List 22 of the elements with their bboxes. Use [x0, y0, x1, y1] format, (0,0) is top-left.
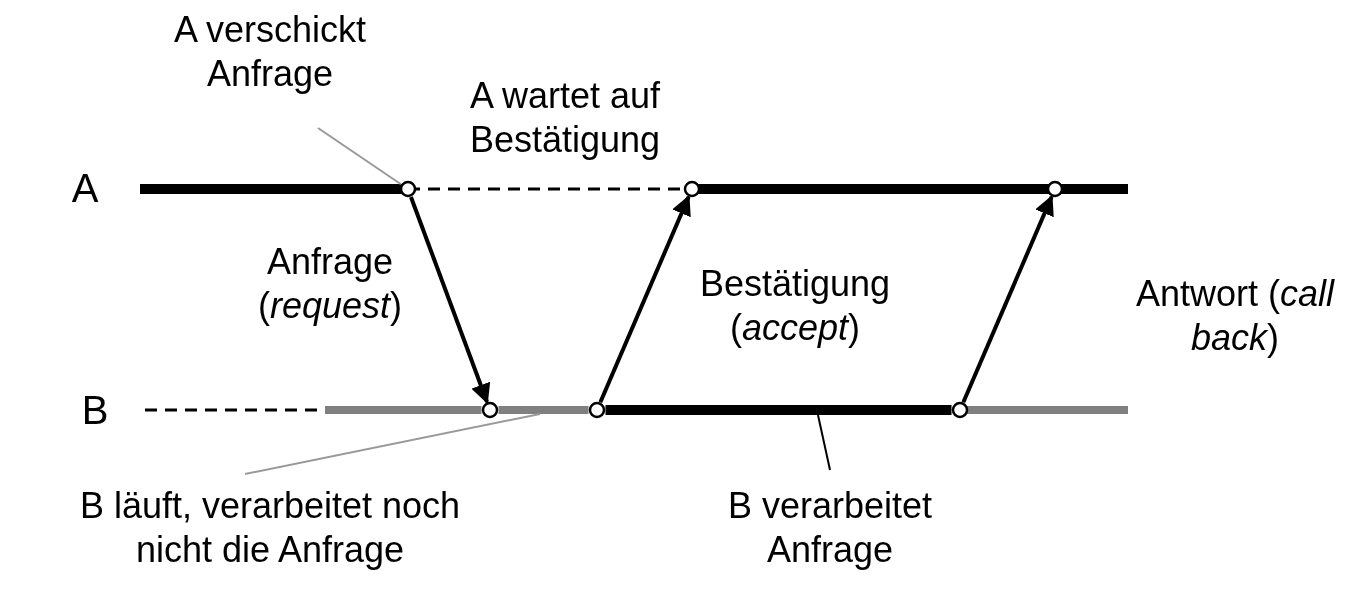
- event-point: [1046, 180, 1064, 198]
- edge-label: Anfrage (request): [256, 240, 404, 328]
- lifeline-label: B: [81, 388, 109, 432]
- edge-label: Bestätigung (accept): [698, 262, 892, 350]
- leader-line: [244, 413, 541, 475]
- arrow: [961, 194, 1054, 403]
- arrow: [409, 196, 491, 404]
- annotation-text: B verarbeitet Anfrage: [726, 484, 934, 572]
- annotation-text: A verschickt Anfrage: [172, 8, 368, 96]
- leader-line: [817, 414, 831, 471]
- leader-line: [317, 127, 402, 186]
- event-point: [951, 401, 969, 419]
- event-point: [588, 401, 606, 419]
- annotation-text: B läuft, verarbeitet noch nicht die Anfrage: [78, 484, 462, 572]
- event-point: [481, 401, 499, 419]
- arrow: [598, 194, 691, 403]
- lifeline-label: A: [71, 166, 99, 210]
- event-point: [683, 180, 701, 198]
- edge-label: Antwort (call back): [1134, 272, 1336, 360]
- timeline-segment: [605, 405, 952, 415]
- event-point: [399, 180, 417, 198]
- annotation-text: A wartet auf Bestätigung: [468, 74, 662, 162]
